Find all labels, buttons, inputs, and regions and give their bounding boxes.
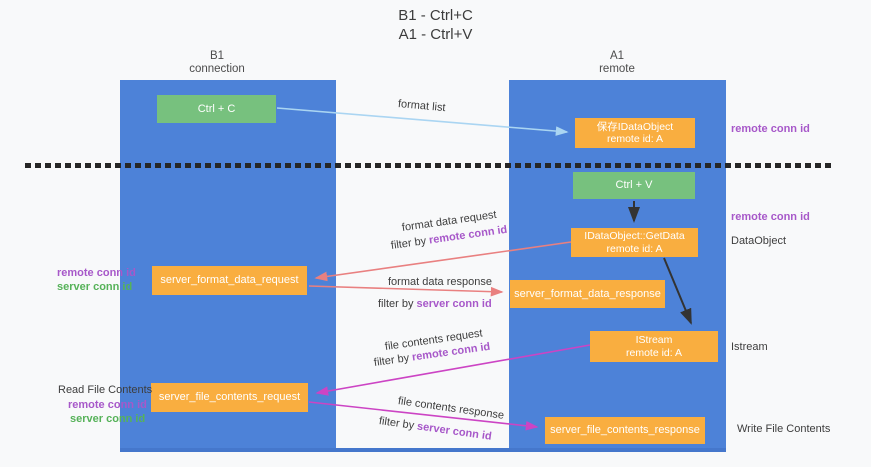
title-line-1: B1 - Ctrl+C [398, 7, 473, 24]
server-file-contents-response-box: server_file_contents_response [545, 417, 705, 444]
filter-by-text: filter by [378, 415, 415, 432]
left-server-conn-id-2: server conn id [70, 413, 146, 425]
save-dataobject-box: 保存IDataObject remote id: A [575, 118, 695, 148]
getdata-line2: remote id: A [606, 242, 663, 255]
left-column-header: B1 connection [189, 50, 245, 75]
save-dataobject-line2: remote id: A [606, 133, 664, 145]
getdata-line1: IDataObject::GetData [584, 230, 685, 242]
filter-by-text: filter by [378, 298, 414, 310]
getdata-box: IDataObject::GetData remote id: A [571, 228, 698, 257]
file-contents-response-label: file contents response [397, 395, 505, 422]
ctrl-c-box: Ctrl + C [157, 95, 276, 123]
bottom-bar [120, 448, 726, 452]
server-conn-id-text: server conn id [416, 298, 492, 310]
left-remote-conn-id-2: remote conn id [68, 399, 147, 411]
right-remote-conn-id-2: remote conn id [731, 211, 810, 223]
istream-line1: IStream [635, 334, 673, 346]
server-format-data-request-box: server_format_data_request [152, 266, 307, 295]
server-conn-id-text: server conn id [416, 420, 493, 443]
istream-box: IStream remote id: A [590, 331, 718, 362]
dashed-divider [25, 163, 831, 168]
right-column-header: A1 remote [599, 50, 635, 75]
server-file-contents-request-box: server_file_contents_request [151, 383, 308, 412]
dataobject-label: DataObject [731, 235, 787, 247]
read-file-contents-label: Read File Contents [58, 384, 153, 396]
left-server-conn-id-1: server conn id [57, 281, 133, 293]
write-file-contents-label: Write File Contents [737, 423, 831, 435]
istream-side-label: Istream [731, 341, 768, 353]
title-line-2: A1 - Ctrl+V [398, 26, 473, 43]
filter-by-server-2-label: filter byserver conn id [378, 415, 492, 443]
ctrl-v-box: Ctrl + V [573, 172, 695, 199]
left-remote-conn-id-1: remote conn id [57, 267, 136, 279]
right-remote-conn-id-1: remote conn id [731, 123, 810, 135]
format-data-response-label: format data response [388, 276, 492, 288]
save-dataobject-line1: 保存IDataObject [596, 120, 674, 133]
filter-by-text: filter by [373, 352, 410, 369]
format-list-label: format list [397, 98, 447, 115]
diagram-title: B1 - Ctrl+C A1 - Ctrl+V [0, 6, 871, 44]
istream-line2: remote id: A [625, 346, 683, 359]
filter-by-text: filter by [390, 235, 427, 252]
server-format-data-response-box: server_format_data_response [510, 280, 665, 308]
